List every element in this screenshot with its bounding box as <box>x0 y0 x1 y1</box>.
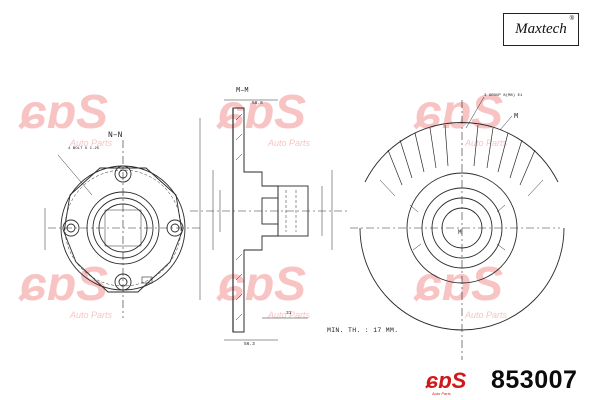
hub-section-view <box>190 99 350 341</box>
watermark-logo: ɕɒS <box>216 258 306 311</box>
disc-center-marker: M <box>458 229 462 236</box>
brand-box: Maxtech ® <box>503 13 579 46</box>
brand-name: Maxtech <box>515 21 567 37</box>
watermark-logo: ɕɒS <box>18 86 108 139</box>
disc-face-view <box>350 96 565 360</box>
watermark-tagline: Auto Parts <box>267 310 311 320</box>
section-bottom-dimension: 56.3 <box>244 341 255 347</box>
section-label: M–M <box>236 87 249 95</box>
min-thickness-note: MIN. TH. : 17 MM. <box>327 327 399 334</box>
svg-text:Auto Parts: Auto Parts <box>431 391 451 396</box>
watermark-logo: ɕɒS <box>18 258 108 311</box>
section-hub-dimension: 31 <box>286 310 292 316</box>
watermark-tagline: Auto Parts <box>69 138 113 148</box>
disc-marker-m: M <box>514 113 518 121</box>
svg-text:ɕɒS: ɕɒS <box>425 368 467 393</box>
watermark-logo: ɕɒS <box>216 86 306 139</box>
watermark-logo: ɕɒS <box>413 86 503 139</box>
part-number: 853007 <box>491 366 578 394</box>
trademark-symbol: ® <box>569 16 574 22</box>
hub-front-view <box>44 140 200 318</box>
watermark-logo: ɕɒS <box>413 258 503 311</box>
front-bolt-note: 4 BOLT X 1.25 <box>68 147 100 151</box>
disc-group-note: 3 GROUP 8(M8) E1 <box>484 93 523 98</box>
watermark-tagline: Auto Parts <box>267 138 311 148</box>
watermark-layer: ɕɒS ɕɒS ɕɒS ɕɒS ɕɒS ɕɒS Auto Parts Auto … <box>18 86 508 320</box>
watermark-tagline: Auto Parts <box>69 310 113 320</box>
brand-logo-small: ɕɒS Auto Parts <box>425 368 467 396</box>
watermark-tagline: Auto Parts <box>464 138 508 148</box>
watermark-tagline: Auto Parts <box>464 310 508 320</box>
front-section-label: N–N <box>108 131 123 140</box>
section-top-dimension: 58.6 <box>252 100 263 106</box>
